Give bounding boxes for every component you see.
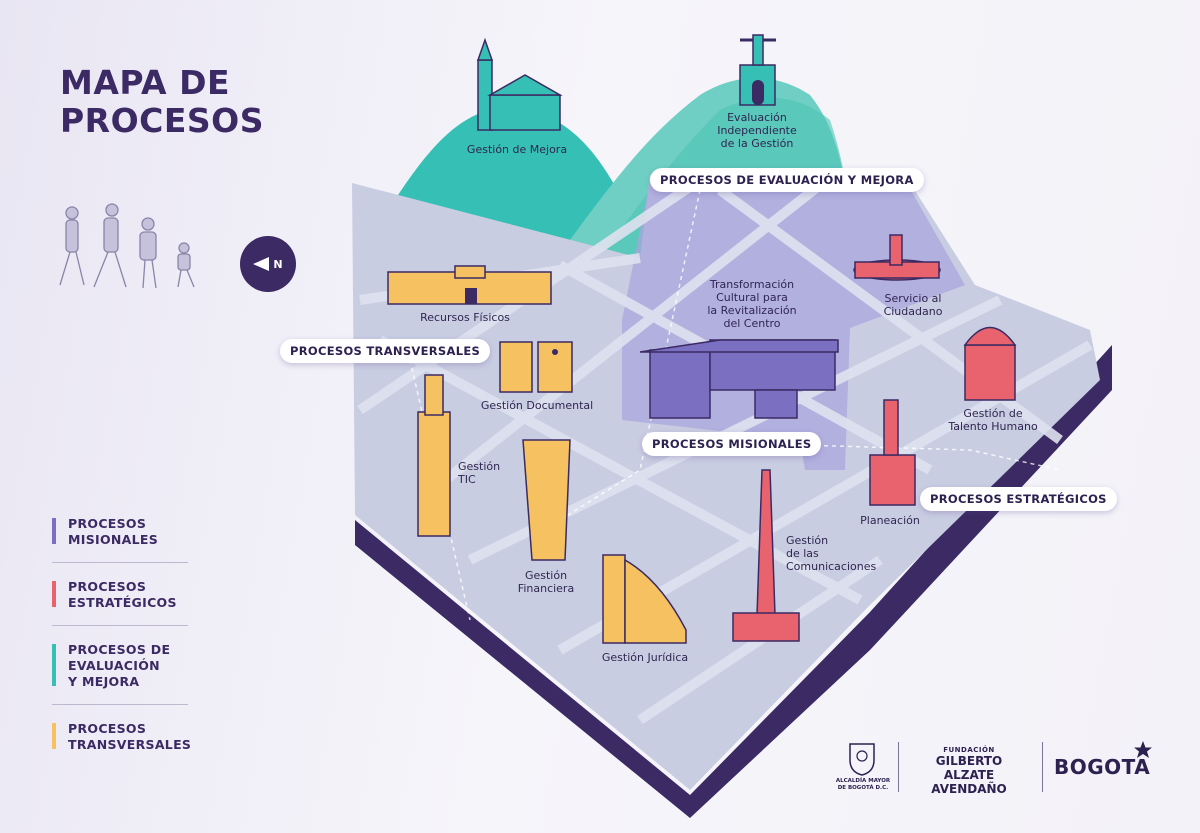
logos-footer: ALCALDÍA MAYOR DE BOGOTÁ D.C. FUNDACIÓN … bbox=[832, 738, 1162, 798]
label-recursos-fisicos: Recursos Físicos bbox=[420, 311, 510, 324]
logo-divider bbox=[898, 742, 899, 792]
label-comunicaciones: Gestión de las Comunicaciones bbox=[786, 534, 877, 573]
label-gestion-mejora: Gestión de Mejora bbox=[466, 143, 568, 156]
legend-swatch-estrategicos bbox=[52, 581, 56, 607]
statue-evaluacion bbox=[739, 34, 776, 106]
legend-swatch-misionales bbox=[52, 518, 56, 544]
pill-estrategicos: PROCESOS ESTRATÉGICOS bbox=[920, 487, 1117, 511]
building-gestion-tic bbox=[417, 374, 451, 537]
legend-item-estrategicos: PROCESOS ESTRATÉGICOS bbox=[52, 577, 188, 626]
building-gestion-juridica bbox=[602, 554, 687, 644]
legend-swatch-evaluacion bbox=[52, 644, 56, 686]
dashed-paths bbox=[409, 189, 1061, 621]
label-talento-humano: Gestión de Talento Humano bbox=[948, 407, 1038, 433]
legend-item-transversales: PROCESOS TRANSVERSALES bbox=[52, 719, 192, 767]
logo-fundacion-big: GILBERTO ALZATE AVENDAÑO bbox=[931, 754, 1007, 796]
statue-planeacion bbox=[869, 399, 916, 506]
label-servicio-ciudadano: Servicio al Ciudadano bbox=[883, 292, 943, 318]
legend-label-transversales: PROCESOS TRANSVERSALES bbox=[68, 721, 192, 752]
building-recursos-fisicos bbox=[387, 265, 552, 305]
legend-item-misionales: PROCESOS MISIONALES bbox=[52, 514, 188, 563]
legend-label-evaluacion: PROCESOS DE EVALUACIÓN Y MEJORA bbox=[68, 642, 171, 689]
logo-fundacion-small: FUNDACIÓN bbox=[943, 746, 995, 754]
label-gestion-juridica: Gestión Jurídica bbox=[601, 651, 689, 664]
legend-item-evaluacion: PROCESOS DE EVALUACIÓN Y MEJORA bbox=[52, 640, 188, 705]
label-gestion-documental: Gestión Documental bbox=[480, 399, 594, 412]
pill-misionales: PROCESOS MISIONALES bbox=[642, 432, 822, 456]
label-transformacion: Transformación Cultural para la Revitali… bbox=[707, 278, 797, 330]
pill-transversales: PROCESOS TRANSVERSALES bbox=[280, 339, 491, 363]
legend: PROCESOS MISIONALES PROCESOS ESTRATÉGICO… bbox=[52, 514, 192, 781]
page-title: MAPA DE PROCESOS bbox=[60, 63, 264, 140]
label-evaluacion-independiente: Evaluación Independiente de la Gestión bbox=[717, 111, 797, 150]
legend-label-estrategicos: PROCESOS ESTRATÉGICOS bbox=[68, 579, 177, 610]
building-transformacion bbox=[639, 339, 839, 419]
compass-arrow-icon bbox=[253, 257, 270, 271]
legend-label-misionales: PROCESOS MISIONALES bbox=[68, 516, 159, 547]
star-icon bbox=[1134, 741, 1152, 758]
label-gestion-financiera: Gestión Financiera bbox=[517, 569, 575, 595]
logo-divider bbox=[1042, 742, 1043, 792]
fountain-servicio bbox=[853, 234, 941, 281]
people-illustration bbox=[59, 203, 195, 289]
logo-alcaldia-text: ALCALDÍA MAYOR DE BOGOTÁ D.C. bbox=[835, 778, 891, 791]
building-gestion-financiera bbox=[522, 439, 571, 561]
compass: N bbox=[240, 236, 296, 292]
label-gestion-tic: Gestión TIC bbox=[458, 460, 501, 486]
logo-fundacion: FUNDACIÓN GILBERTO ALZATE AVENDAÑO bbox=[910, 746, 1028, 796]
church-gestion-mejora bbox=[476, 37, 563, 131]
building-gestion-documental bbox=[499, 341, 573, 393]
pill-evaluacion-mejora: PROCESOS DE EVALUACIÓN Y MEJORA bbox=[650, 168, 924, 192]
legend-swatch-transversales bbox=[52, 723, 56, 749]
logo-bogota: BOGOTA bbox=[1054, 755, 1151, 779]
compass-label: N bbox=[273, 257, 283, 271]
label-planeacion: Planeación bbox=[860, 514, 920, 527]
obelisk-comunicaciones bbox=[732, 469, 800, 642]
building-talento-humano bbox=[963, 326, 1017, 401]
alcaldia-shield-icon bbox=[849, 743, 875, 776]
